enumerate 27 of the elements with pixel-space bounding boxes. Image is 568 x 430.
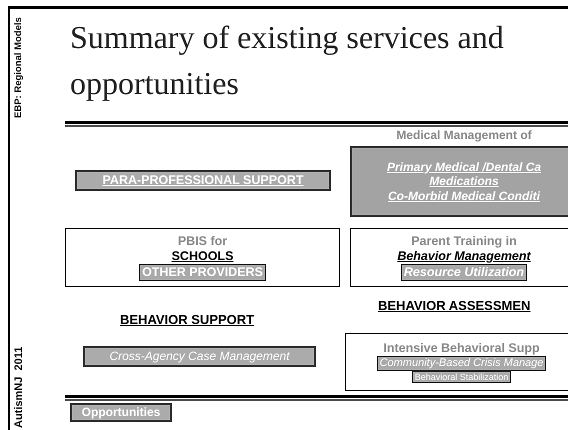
item-text: Behavior Management bbox=[397, 249, 531, 264]
section-heading: BEHAVIOR ASSESSMEN bbox=[378, 298, 530, 313]
highlighted-item: OTHER PROVIDERS bbox=[139, 264, 266, 281]
item-text: Primary Medical /Dental Ca bbox=[386, 160, 542, 174]
item-text: Co-Morbid Medical Conditi bbox=[388, 188, 540, 204]
service-box bbox=[350, 228, 568, 287]
section-heading: BEHAVIOR SUPPORT bbox=[120, 312, 254, 327]
service-box bbox=[70, 403, 172, 422]
box-heading: Intensive Behavioral Supp bbox=[383, 340, 540, 356]
service-box bbox=[75, 170, 331, 191]
item-text: Medications bbox=[429, 174, 499, 189]
highlighted-item: Resource Utilization bbox=[400, 264, 528, 281]
box-title: Opportunities bbox=[82, 405, 160, 420]
side-label: EBP: Regional Models bbox=[13, 17, 24, 118]
box-heading: Parent Training in bbox=[411, 234, 517, 249]
side-label: AutismNJ 2011 bbox=[13, 346, 25, 428]
highlighted-item: Community-Based Crisis Manage bbox=[376, 356, 546, 371]
box-heading: Medical Management of bbox=[395, 128, 533, 142]
box-title: PARA-PROFESSIONAL SUPPORT bbox=[102, 173, 304, 188]
service-box bbox=[65, 228, 340, 287]
slide-title: Summary of existing services and opportunities bbox=[70, 18, 505, 103]
box-title: Cross-Agency Case Management bbox=[109, 349, 290, 364]
service-box bbox=[83, 346, 316, 367]
service-box bbox=[345, 333, 568, 391]
box-heading: PBIS for bbox=[178, 234, 228, 249]
item-text: SCHOOLS bbox=[172, 249, 234, 264]
highlighted-item: Behavioral Stabilization bbox=[412, 370, 512, 384]
